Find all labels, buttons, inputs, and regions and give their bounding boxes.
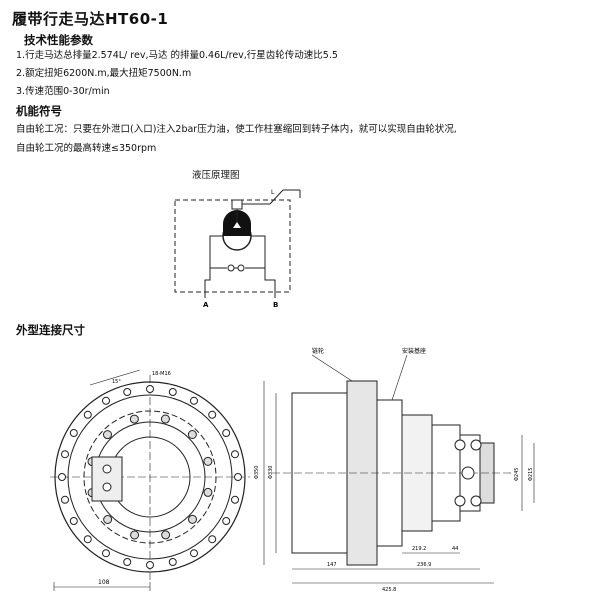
front-view-drawing: 15° 18-M16 108 (50, 369, 250, 591)
outer-bolt-hole (168, 558, 177, 567)
dim-108: 108 (98, 579, 110, 586)
bolt-spec-label: 18-M16 (152, 371, 171, 377)
tech-param-line-3: 3.传速范围0-30r/min (16, 86, 110, 97)
dim-left-2: Φ330 (268, 466, 274, 479)
check-valve-a (227, 264, 235, 272)
inner-bolt-hole (160, 414, 170, 424)
inner-bolt-ring (87, 414, 213, 540)
outer-bolt-hole (102, 549, 110, 558)
function-symbol-line-1: 自由轮工况：只要在外泄口(入口)注入2bar压力油，使工作柱塞缩回到转子体内，就… (16, 124, 457, 135)
outer-bolt-hole (231, 495, 240, 504)
tech-param-line-2: 2.额定扭矩6200N.m,最大扭矩7500N.m (16, 68, 192, 79)
valve-port-1 (102, 464, 112, 474)
motor-arrow-icon (233, 222, 241, 228)
dim-right-2: Φ215 (528, 468, 534, 481)
outer-bolt-hole (222, 429, 231, 437)
dim-425: 425.8 (382, 587, 396, 593)
outer-bolt-hole (102, 396, 110, 405)
inner-bolt-hole (129, 414, 139, 424)
inner-bolt-hole (203, 487, 213, 497)
outer-bolt-hole (83, 410, 92, 419)
dim-right-1: Φ245 (514, 468, 520, 481)
inner-bolt-hole (102, 430, 112, 440)
valve-block (91, 456, 123, 502)
fitting-center (461, 466, 475, 480)
outer-bolt-hole (222, 517, 231, 525)
outer-bolt-hole (146, 385, 154, 393)
dim-147: 147 (327, 562, 337, 568)
outer-bolt-hole (69, 429, 78, 437)
outer-bolt-hole (168, 387, 177, 396)
dim-219: 219.2 (412, 546, 426, 552)
function-symbol-heading: 机能符号 (16, 104, 62, 118)
check-valve-b (237, 264, 245, 272)
tech-param-line-1: 1.行走马达总排量2.574L/ rev,马达 的排量0.46L/rev,行星齿… (16, 50, 338, 61)
function-symbol-line-2: 自由轮工况的最高转速≤350rpm (16, 143, 157, 154)
wheel-label: 链轮 (312, 347, 324, 355)
outer-bolt-hole (83, 535, 92, 544)
outer-bolt-hole (146, 561, 154, 569)
fitting-2 (470, 439, 482, 451)
hydraulic-schematic: L A B (174, 189, 301, 309)
inner-bolt-hole (161, 530, 171, 540)
inner-bolt-hole (188, 514, 198, 524)
outer-bolt-hole (58, 473, 66, 481)
bolt-ring (58, 385, 242, 569)
page-title: 履带行走马达HT60-1 (12, 10, 169, 28)
inner-bolt-hole (203, 456, 213, 466)
outer-bolt-hole (60, 450, 69, 459)
port-b-label: B (273, 301, 278, 309)
hydraulic-diagram-caption: 液压原理图 (192, 170, 240, 181)
outer-bolt-hole (190, 396, 198, 405)
fitting-1 (454, 439, 466, 451)
outer-bolt-hole (60, 495, 69, 504)
outer-bolt-hole (208, 535, 217, 544)
outer-bolt-hole (123, 558, 132, 567)
valve-port-2 (102, 482, 112, 492)
port-l-label: L (271, 189, 275, 196)
fitting-4 (470, 495, 482, 507)
inner-bolt-hole (130, 530, 140, 540)
outer-bolt-hole (208, 410, 217, 419)
fitting-3 (454, 495, 466, 507)
dimensions-heading: 外型连接尺寸 (16, 323, 85, 337)
dim-236: 236.9 (417, 562, 431, 568)
side-view-drawing: 链轮 安装基座 Φ350 Φ330 Φ245 Φ215 219.2 44 147… (254, 347, 535, 593)
inner-bolt-hole (103, 515, 113, 525)
drain-valve (231, 199, 243, 210)
dim-44: 44 (452, 546, 458, 552)
inner-bolt-hole (187, 429, 197, 439)
mount-label: 安装基座 (402, 347, 426, 355)
outer-bolt-hole (190, 549, 198, 558)
dim-left-1: Φ350 (254, 466, 260, 479)
outer-bolt-hole (123, 387, 132, 396)
outer-bolt-hole (231, 450, 240, 459)
outer-bolt-hole (69, 517, 78, 525)
tech-params-heading: 技术性能参数 (24, 33, 93, 47)
outer-bolt-hole (234, 473, 242, 481)
port-a-label: A (203, 301, 209, 309)
angle-label: 15° (112, 379, 121, 385)
